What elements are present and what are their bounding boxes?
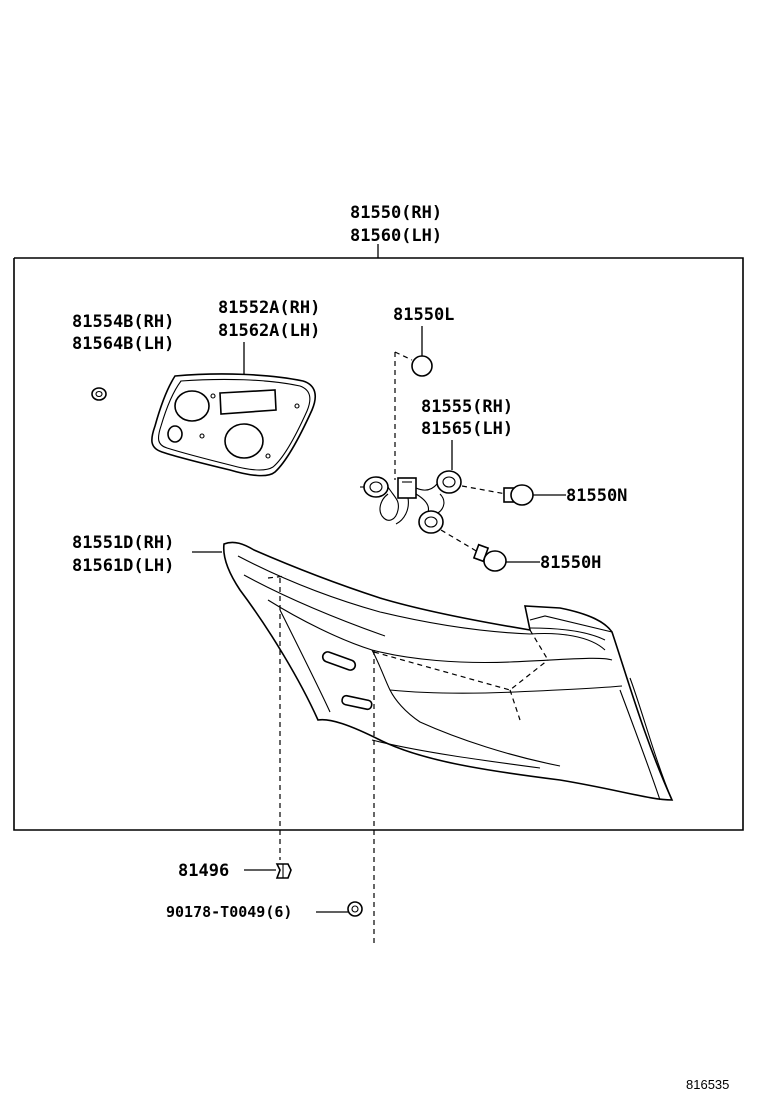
label-81496[interactable]: 81496 bbox=[178, 861, 229, 881]
label-81564b-lh[interactable]: 81564B(LH) bbox=[72, 334, 174, 354]
grommet-part bbox=[91, 387, 107, 401]
bulb-h-dashed-guide bbox=[440, 529, 479, 553]
lens-dashed-guide-4 bbox=[267, 575, 287, 579]
label-81562a-lh[interactable]: 81562A(LH) bbox=[218, 321, 320, 341]
assembly-boundary-box bbox=[13, 257, 744, 831]
label-81550n[interactable]: 81550N bbox=[566, 486, 627, 506]
label-81550-rh[interactable]: 81550(RH) bbox=[350, 203, 442, 223]
nut-90178-part bbox=[347, 901, 363, 917]
label-81555-rh[interactable]: 81555(RH) bbox=[421, 397, 513, 417]
label-81560-lh[interactable]: 81560(LH) bbox=[350, 226, 442, 246]
bulb-n-dashed-guide bbox=[461, 485, 507, 495]
figure-reference-number: 816535 bbox=[686, 1077, 729, 1092]
clip-81496-part bbox=[275, 863, 292, 879]
label-81554b-rh[interactable]: 81554B(RH) bbox=[72, 312, 174, 332]
label-81551d-rh[interactable]: 81551D(RH) bbox=[72, 533, 174, 553]
bulb-81550n-part bbox=[503, 484, 534, 506]
label-81550l[interactable]: 81550L bbox=[393, 305, 454, 325]
label-81550h[interactable]: 81550H bbox=[540, 553, 601, 573]
label-81552a-rh[interactable]: 81552A(RH) bbox=[218, 298, 320, 318]
label-81561d-lh[interactable]: 81561D(LH) bbox=[72, 556, 174, 576]
gasket-part bbox=[151, 373, 317, 477]
bulb-81550h-part bbox=[472, 543, 507, 572]
label-90178-t0049[interactable]: 90178-T0049(6) bbox=[166, 903, 292, 921]
lens-dashed-guide-3 bbox=[529, 629, 549, 661]
bulb-81550l-part bbox=[411, 355, 433, 377]
bulb-l-dashed-guide bbox=[394, 351, 413, 361]
socket-wire-part bbox=[360, 470, 462, 534]
lens-dashed-guide-1 bbox=[373, 651, 549, 691]
lens-body-part bbox=[222, 541, 674, 801]
label-81565-lh[interactable]: 81565(LH) bbox=[421, 419, 513, 439]
